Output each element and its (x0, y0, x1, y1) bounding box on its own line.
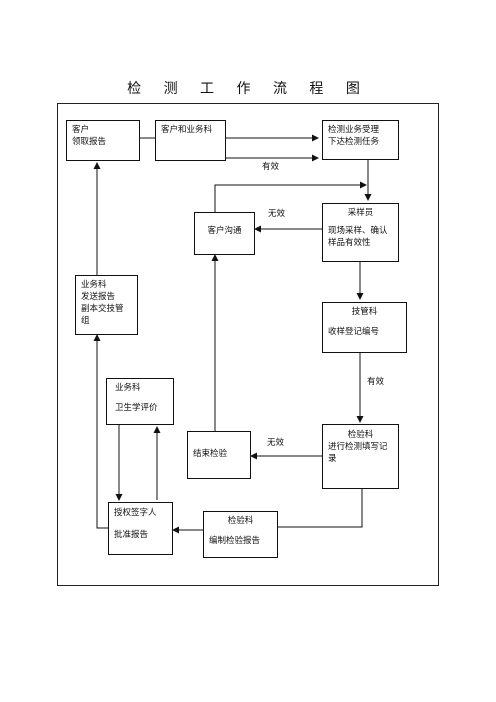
node-tech-mgmt: 技管科 收样登记编号 (322, 302, 407, 353)
edge-label-invalid: 无效 (267, 438, 285, 448)
node-label: 收样登记编号 (328, 327, 380, 337)
edge-label-invalid: 无效 (268, 209, 286, 219)
node-label: 业务科 (81, 280, 107, 290)
node-customer-and-business: 客户和业务科 (155, 120, 226, 161)
edge-label-valid: 有效 (262, 162, 280, 172)
node-label: 客户沟通 (207, 226, 242, 236)
node-label: 结束检验 (193, 449, 228, 459)
node-label: 卫生学评价 (115, 403, 158, 413)
node-accept-task: 检测业务受理 下达检测任务 (322, 120, 399, 160)
node-label: 业务科 (115, 383, 141, 393)
node-label: 检验科 (347, 430, 374, 440)
node-end-test: 结束检验 (187, 431, 251, 479)
node-label: 下达检测任务 (328, 137, 380, 147)
node-business-send: 业务科 发送报告 副本交技管 组 (75, 275, 138, 335)
node-label: 检测业务受理 (328, 125, 380, 135)
diagram-frame (57, 103, 439, 586)
node-label: 编制检验报告 (209, 536, 261, 546)
node-label: 检验科 (227, 516, 254, 526)
node-label: 样品有效性 (328, 238, 371, 248)
node-label: 组 (81, 316, 90, 326)
node-label: 技管科 (351, 307, 378, 317)
node-label: 客户 (72, 125, 90, 135)
node-report-compile: 检验科 编制检验报告 (203, 511, 278, 558)
node-label: 授权签字人 (114, 508, 157, 518)
node-signatory: 授权签字人 批准报告 (108, 502, 173, 555)
node-test-dept: 检验科 进行检测填写记 录 (322, 424, 399, 489)
node-customer-comm: 客户沟通 (194, 212, 255, 255)
node-label: 客户和业务科 (161, 125, 213, 135)
diagram-title: 检 测 工 作 流 程 图 (127, 81, 369, 97)
node-label: 现场采样、确认 (328, 226, 388, 236)
node-label: 领取报告 (72, 137, 107, 147)
node-label: 采样员 (347, 208, 374, 218)
node-customer-receive: 客户 领取报告 (66, 120, 140, 161)
node-label: 批准报告 (114, 530, 149, 540)
node-label: 录 (328, 454, 337, 464)
node-sampler: 采样员 现场采样、确认 样品有效性 (322, 203, 399, 262)
edge-label-valid: 有效 (367, 377, 385, 387)
node-label: 发送报告 (81, 292, 116, 302)
node-label: 副本交技管 (81, 304, 124, 314)
node-business-eval: 业务科 卫生学评价 (106, 378, 174, 425)
node-label: 进行检测填写记 (328, 442, 388, 452)
